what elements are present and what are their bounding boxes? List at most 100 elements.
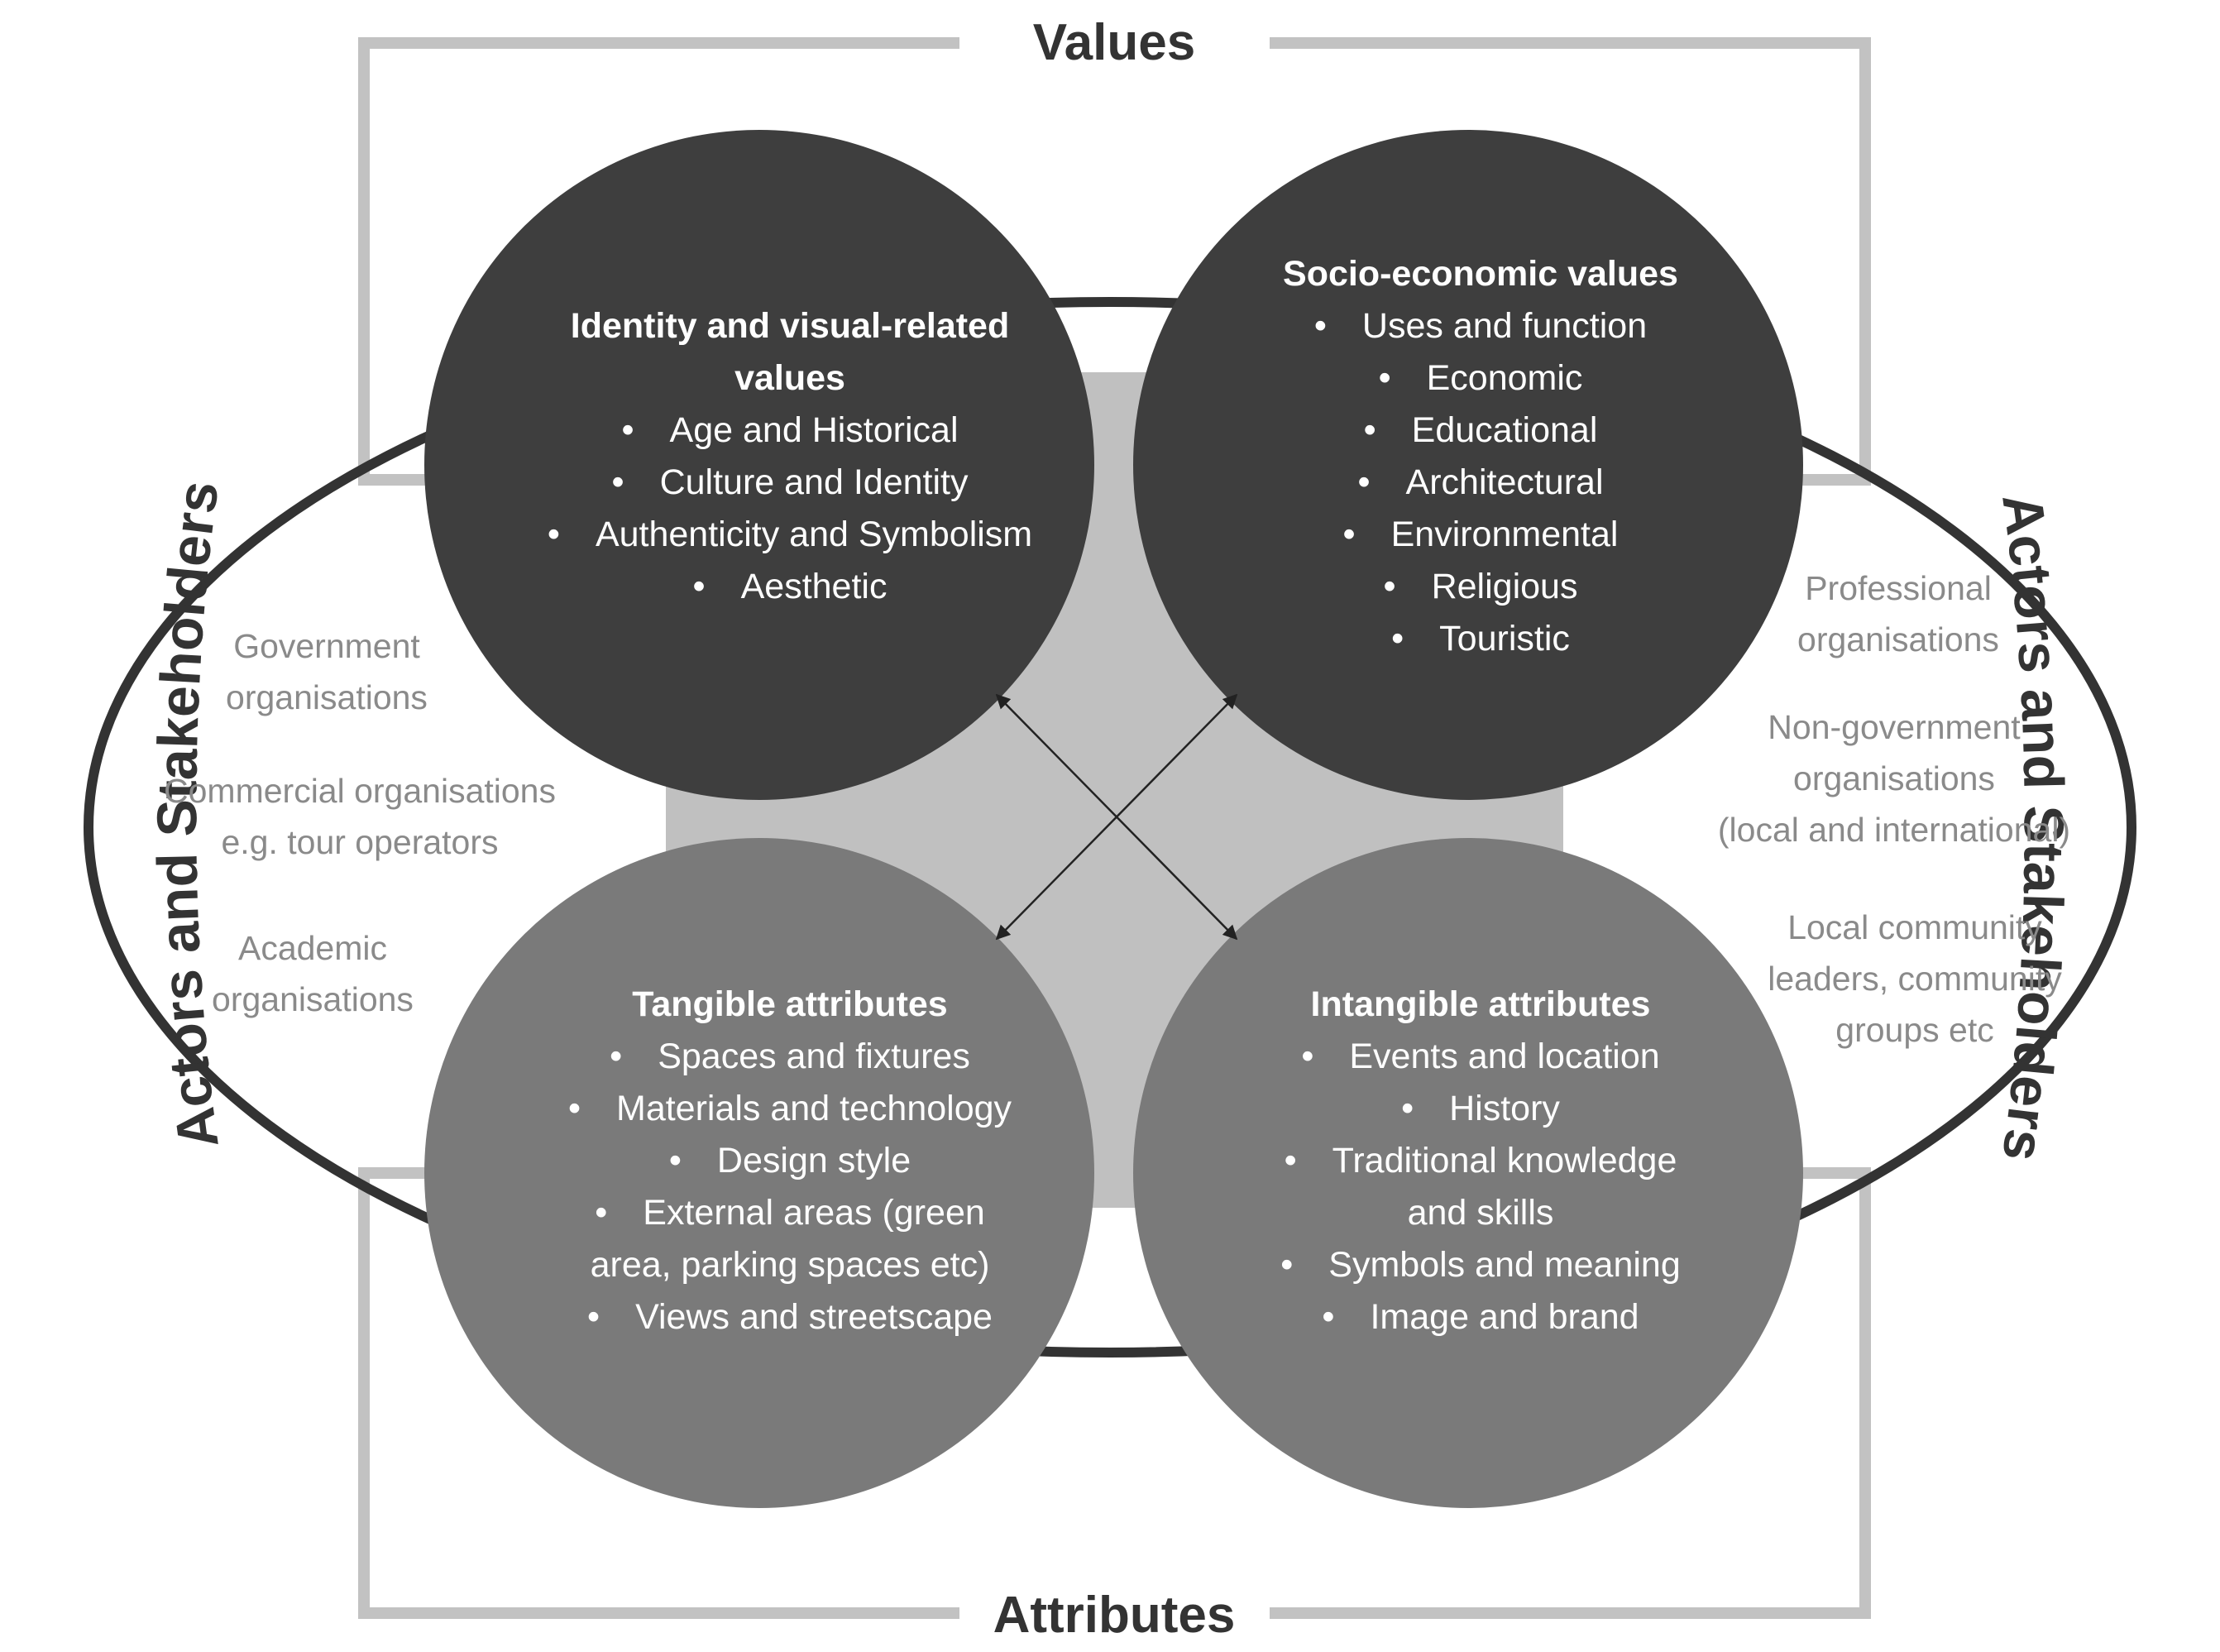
identity-values-circle (424, 130, 1094, 800)
intangible-item: • History (1401, 1089, 1560, 1128)
values-frame (358, 37, 1871, 486)
bullet-marker: • (1357, 462, 1405, 502)
socio-item: • Religious (1384, 567, 1578, 606)
item-label: Economic (1427, 358, 1583, 398)
identity-title-line: Identity and visual-related (571, 306, 1009, 346)
socio-item: • Educational (1364, 410, 1598, 450)
item-label: Culture and Identity (660, 462, 969, 502)
item-label: Educational (1412, 410, 1598, 450)
socio-economic-values-circle (1133, 130, 1803, 800)
stakeholder-right-line: groups etc (1835, 1011, 1993, 1049)
item-label: Authenticity and Symbolism (596, 515, 1032, 554)
intangible-attributes-text: Intangible attributes • Events and locati… (1280, 984, 1681, 1337)
item-label: Age and Historical (670, 410, 959, 450)
arrow-socio-tangible (995, 693, 1238, 941)
bullet-marker: • (1285, 1141, 1332, 1180)
item-label: Symbols and meaning (1328, 1245, 1680, 1285)
socio-item: • Touristic (1391, 619, 1570, 658)
bullet-marker: • (1384, 567, 1432, 606)
stakeholder-left-line: organisations (226, 678, 428, 716)
tangible-title-line: Tangible attributes (632, 984, 947, 1024)
tangible-item: • Spaces and fixtures (610, 1037, 970, 1076)
stakeholder-right-line: leaders, community (1768, 960, 2062, 998)
item-label: Events and location (1349, 1037, 1659, 1076)
socio-item: • Environmental (1343, 515, 1619, 554)
bullet-marker: • (1314, 306, 1362, 346)
stakeholder-right-line: Local community (1787, 908, 2042, 946)
identity-item: • Aesthetic (693, 567, 888, 606)
stakeholder-right-line: (local and international) (1718, 811, 2070, 849)
intangible-item: • Image and brand (1322, 1297, 1639, 1337)
bullet-marker: • (1280, 1245, 1328, 1285)
tangible-item: • External areas (green (595, 1193, 985, 1233)
item-label: History (1449, 1089, 1560, 1128)
stakeholders-right: ProfessionalorganisationsNon-governmento… (1718, 569, 2070, 1049)
stakeholder-right-line: organisations (1797, 620, 1999, 658)
left-side-label-text: Actors and Stakeholders (146, 477, 231, 1152)
bullet-marker: • (548, 515, 596, 554)
bullet-marker: • (1391, 619, 1439, 658)
intangible-item-continuation: and skills (1408, 1193, 1554, 1233)
tangible-attributes-circle (424, 838, 1094, 1508)
values-frame-right (1270, 37, 1871, 486)
stakeholder-left-line: Academic (238, 929, 387, 967)
bullet-marker: • (621, 410, 669, 450)
item-label: Views and streetscape (635, 1297, 993, 1337)
attributes-frame-right (1270, 1167, 1871, 1619)
item-label: Traditional knowledge (1332, 1141, 1677, 1180)
tangible-item-continuation: area, parking spaces etc) (591, 1245, 990, 1285)
left-side-label: Actors and Stakeholders (146, 477, 231, 1152)
item-label: Aesthetic (741, 567, 888, 606)
intangible-attributes-circle (1133, 838, 1803, 1508)
stakeholder-right-line: Non-government (1768, 708, 2021, 746)
intangible-item: • Traditional knowledge (1285, 1141, 1677, 1180)
stakeholder-left-line: Commercial organisations (164, 772, 556, 810)
socio-item: • Architectural (1357, 462, 1603, 502)
bullet-marker: • (1401, 1089, 1449, 1128)
identity-title-line: values (734, 358, 845, 398)
intangible-title-line: Intangible attributes (1311, 984, 1651, 1024)
bullet-marker: • (587, 1297, 635, 1337)
identity-item: • Age and Historical (621, 410, 958, 450)
stakeholder-left-line: e.g. tour operators (221, 823, 498, 861)
values-title: Values (1033, 14, 1195, 71)
socio-item: • Uses and function (1314, 306, 1647, 346)
stakeholder-left-line: Government (233, 627, 420, 665)
attributes-frame (358, 1167, 1871, 1619)
stakeholder-left-line: organisations (212, 980, 414, 1018)
bullet-marker: • (1301, 1037, 1349, 1076)
bullet-marker: • (610, 1037, 658, 1076)
bullet-marker: • (1379, 358, 1427, 398)
bullet-marker: • (1343, 515, 1391, 554)
identity-item: • Authenticity and Symbolism (548, 515, 1032, 554)
identity-values-text: Identity and visual-related values • Age a… (548, 306, 1032, 606)
item-label: Environmental (1391, 515, 1619, 554)
bullet-marker: • (669, 1141, 717, 1180)
tangible-item: • Views and streetscape (587, 1297, 993, 1337)
bullet-marker: • (568, 1089, 616, 1128)
bullet-marker: • (693, 567, 741, 606)
stakeholders-ellipse (84, 297, 2136, 1358)
intangible-item: • Symbols and meaning (1280, 1245, 1681, 1285)
socio-item: • Economic (1379, 358, 1583, 398)
item-label: Materials and technology (616, 1089, 1012, 1128)
bullet-marker: • (1364, 410, 1412, 450)
stakeholder-right-line: Professional (1805, 569, 1992, 607)
bullet-marker: • (1322, 1297, 1370, 1337)
values-frame-left (358, 37, 959, 486)
identity-item: • Culture and Identity (612, 462, 969, 502)
item-label: Touristic (1439, 619, 1570, 658)
item-label: Uses and function (1362, 306, 1647, 346)
tangible-item: • Materials and technology (568, 1089, 1012, 1128)
attributes-frame-left (358, 1167, 959, 1619)
socio-economic-values-text: Socio-economic values• Uses and function… (1283, 254, 1678, 658)
intangible-item: • Events and location (1301, 1037, 1659, 1076)
bullet-marker: • (595, 1193, 643, 1233)
stakeholder-right-line: organisations (1793, 759, 1995, 797)
item-label: Image and brand (1370, 1297, 1639, 1337)
item-label: Architectural (1406, 462, 1604, 502)
tangible-item: • Design style (669, 1141, 911, 1180)
